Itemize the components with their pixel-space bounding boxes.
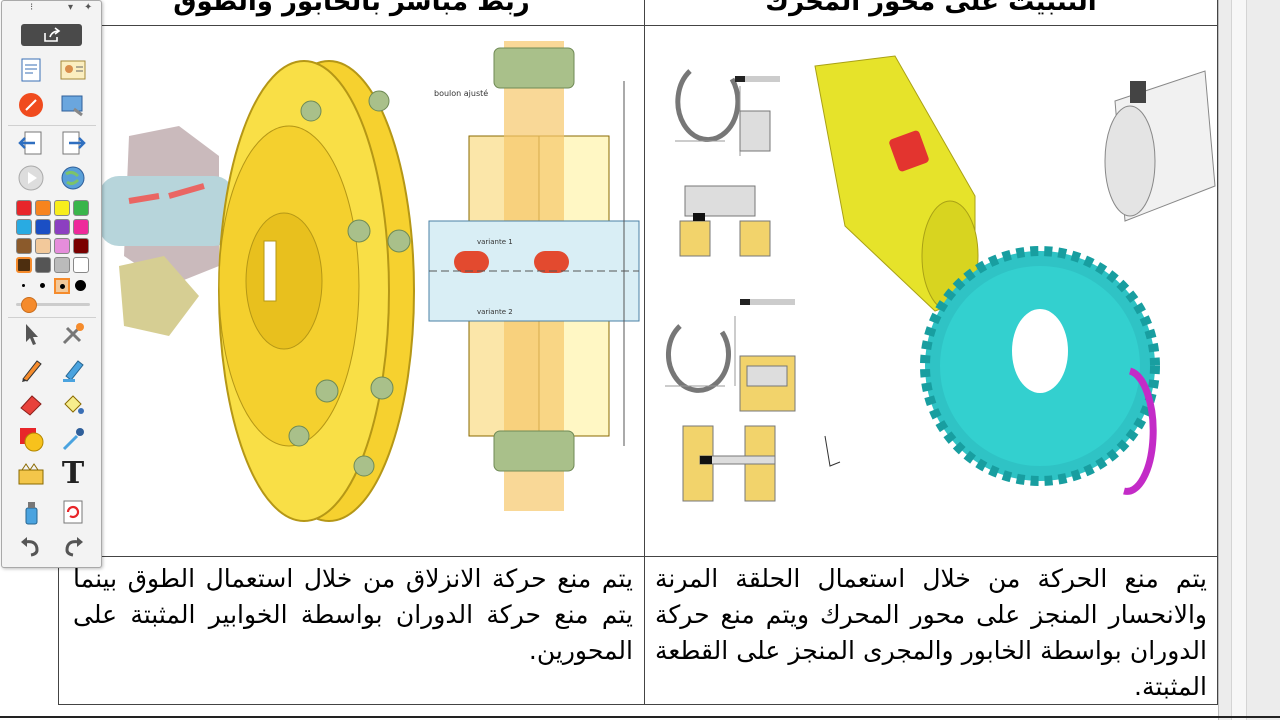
highlighter-icon[interactable]	[58, 355, 88, 385]
right-column-title: التثبيت على محور المحرك	[765, 0, 1097, 17]
toolbar-divider	[8, 317, 96, 318]
left-column-title: ربط مباشر بالخابور والطوق	[173, 0, 530, 17]
document-table: التثبيت على محور المحرك ربط مباشر بالخاب…	[58, 0, 1218, 705]
page-forward-icon[interactable]	[58, 129, 88, 159]
page-margin-strip	[1218, 0, 1280, 720]
color-picker-icon[interactable]	[58, 425, 88, 455]
color-swatch[interactable]	[54, 219, 70, 235]
color-swatch[interactable]	[16, 257, 32, 273]
pen-size-tiny[interactable]	[22, 284, 25, 287]
undo-icon[interactable]	[16, 532, 46, 562]
color-swatch[interactable]	[73, 238, 89, 254]
variant1-label: variante 1	[477, 238, 513, 246]
color-swatch[interactable]	[35, 257, 51, 273]
left-column-paragraph: يتم منع حركة الانزلاق من خلال استعمال ال…	[73, 564, 633, 665]
stamp-icon[interactable]	[16, 460, 46, 490]
left-text-cell: يتم منع حركة الانزلاق من خلال استعمال ال…	[58, 556, 645, 705]
tools-icon[interactable]	[58, 320, 88, 350]
opacity-slider-track[interactable]	[16, 303, 90, 306]
toolbar-divider	[8, 125, 96, 126]
text-tool-icon[interactable]: T	[61, 456, 85, 491]
color-swatch[interactable]	[73, 257, 89, 273]
right-image-cell	[644, 25, 1218, 557]
margin-rule	[1231, 0, 1247, 720]
color-swatch[interactable]	[16, 238, 32, 254]
opacity-slider-handle[interactable]	[21, 297, 37, 313]
select-arrow-icon[interactable]	[16, 320, 46, 350]
pen-size-medium[interactable]	[54, 278, 70, 294]
pen-color-icon[interactable]	[16, 91, 46, 121]
refresh-page-icon[interactable]	[58, 498, 88, 528]
page-bottom-rule	[0, 716, 1280, 718]
globe-icon[interactable]	[58, 164, 88, 194]
annotation-toolbar: ⁝ ▾ ✦	[1, 0, 102, 568]
document-icon[interactable]	[16, 57, 46, 87]
variant2-label: variante 2	[477, 308, 513, 316]
color-swatch[interactable]	[35, 200, 51, 216]
color-swatch[interactable]	[35, 238, 51, 254]
shapes-icon[interactable]	[16, 425, 46, 455]
color-swatch[interactable]	[54, 200, 70, 216]
pen-icon[interactable]	[16, 355, 46, 385]
bolt-label: boulon ajusté	[434, 88, 488, 98]
color-swatch[interactable]	[16, 200, 32, 216]
right-column-paragraph: يتم منع الحركة من خلال استعمال الحلقة ال…	[655, 564, 1207, 701]
pen-size-small[interactable]	[40, 283, 45, 288]
right-header-cell: التثبيت على محور المحرك	[644, 0, 1218, 26]
page-back-icon[interactable]	[16, 129, 46, 159]
left-image-cell: boulon ajusté variante 1 variante 2	[58, 25, 645, 557]
color-swatch[interactable]	[16, 219, 32, 235]
color-swatch[interactable]	[73, 200, 89, 216]
grip-icon[interactable]: ⁝	[30, 2, 34, 13]
color-swatch[interactable]	[54, 238, 70, 254]
toolbar-header[interactable]: ⁝ ▾ ✦	[2, 1, 101, 17]
color-swatch[interactable]	[73, 219, 89, 235]
share-icon	[43, 27, 60, 42]
right-text-cell: يتم منع الحركة من خلال استعمال الحلقة ال…	[644, 556, 1218, 705]
pen-size-large[interactable]	[75, 280, 86, 291]
play-icon[interactable]	[16, 164, 46, 194]
motor-shaft-fixing-illustration	[665, 55, 1216, 502]
left-header-cell: ربط مباشر بالخابور والطوق	[58, 0, 645, 26]
dropdown-icon[interactable]: ▾	[68, 2, 74, 13]
contact-card-icon[interactable]	[58, 57, 88, 87]
pin-icon[interactable]: ✦	[84, 2, 93, 13]
clear-spray-icon[interactable]	[16, 498, 46, 528]
key-and-collar-coupling-illustration: boulon ajusté variante 1 variante 2	[99, 41, 640, 522]
screen-capture-icon[interactable]	[58, 91, 88, 121]
color-swatch[interactable]	[35, 219, 51, 235]
share-button[interactable]	[21, 24, 82, 46]
fill-bucket-icon[interactable]	[58, 390, 88, 420]
redo-icon[interactable]	[58, 532, 88, 562]
color-swatch[interactable]	[54, 257, 70, 273]
eraser-icon[interactable]	[16, 390, 46, 420]
